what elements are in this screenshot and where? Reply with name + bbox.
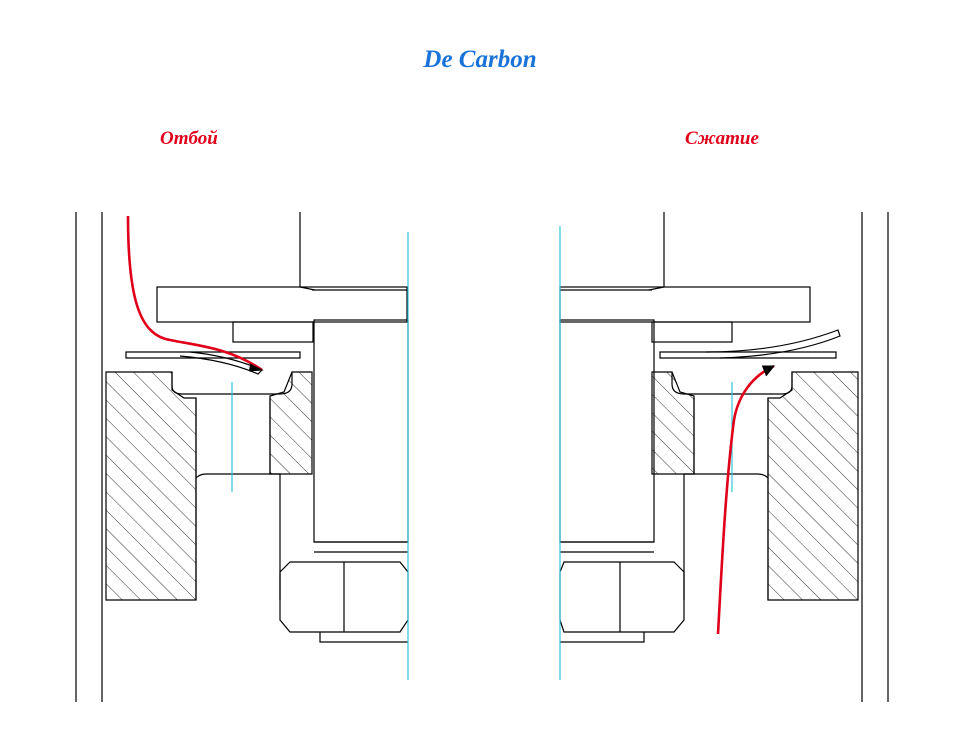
compression-arrowhead	[762, 365, 776, 377]
nut	[559, 561, 685, 633]
rebound-label: Отбой	[160, 128, 218, 149]
rebound-flow-arrow	[126, 215, 263, 372]
piston-rod-lower	[559, 319, 655, 543]
compression-label: Сжатие	[685, 128, 759, 149]
compression-view	[559, 212, 889, 702]
upper-washer	[156, 286, 408, 323]
compression-flow-arrow	[716, 364, 775, 635]
valve-shim-base	[659, 351, 837, 359]
rebound-centerlines	[231, 232, 409, 680]
bore-step	[683, 473, 769, 600]
valve-shim-flex	[179, 351, 264, 375]
spacer	[232, 321, 314, 343]
piston-pocket	[671, 372, 793, 395]
compression-centerlines	[559, 226, 733, 680]
piston-rod-lower	[313, 319, 409, 543]
valve-shim-flex	[705, 329, 841, 359]
piston-body-right	[767, 371, 859, 601]
upper-washer	[559, 286, 811, 323]
nut-washer	[560, 632, 645, 643]
piston-body-left	[105, 371, 197, 601]
bore-step	[195, 473, 281, 600]
spacer	[651, 321, 733, 343]
piston-pocket	[171, 372, 293, 395]
rebound-arrowhead	[248, 363, 264, 372]
valve-shim-base	[125, 351, 301, 359]
nut-washer	[319, 632, 408, 643]
diagram-title: De Carbon	[423, 46, 537, 73]
rebound-view	[75, 212, 409, 702]
